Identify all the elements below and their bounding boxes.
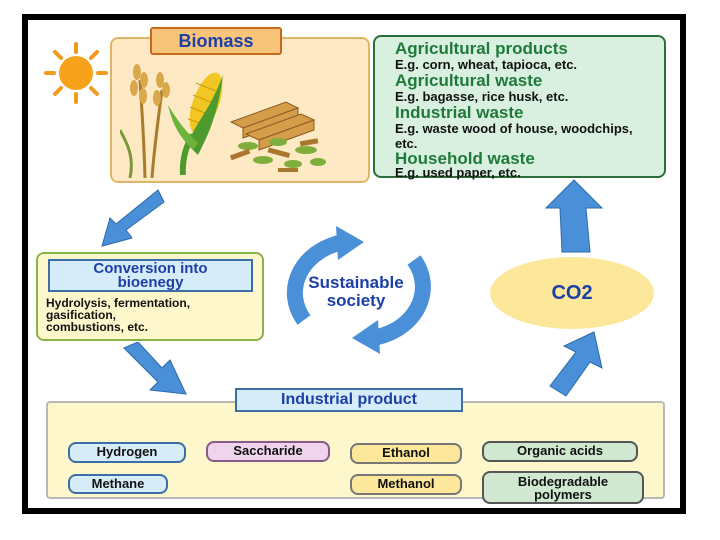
product-pill: Biodegradable polymers xyxy=(482,471,644,504)
source-example: E.g. corn, wheat, tapioca, etc. xyxy=(395,57,577,72)
product-pill: Saccharide xyxy=(206,441,330,462)
industrial-product-title: Industrial product xyxy=(235,388,463,412)
arrow-up-right xyxy=(544,330,606,400)
source-example: E.g. waste wood of house, woodchips, etc… xyxy=(395,121,657,151)
biomass-title: Biomass xyxy=(150,27,282,55)
product-pill: Methanol xyxy=(350,474,462,495)
product-pill: Hydrogen xyxy=(68,442,186,463)
biomass-sources-panel: Agricultural products E.g. corn, wheat, … xyxy=(373,35,666,178)
product-pill: Ethanol xyxy=(350,443,462,464)
conversion-panel: Conversion into bioenegy Hydrolysis, fer… xyxy=(36,252,264,341)
conversion-title: Conversion into bioenegy xyxy=(48,259,253,292)
conversion-title-line2: bioenegy xyxy=(118,274,184,291)
conversion-text-line3: combustions, etc. xyxy=(46,320,148,334)
arrow-down-right xyxy=(120,342,190,398)
sustainable-society-label: Sustainable society xyxy=(292,274,420,310)
diagram-canvas: Biomass xyxy=(28,20,680,508)
woodchips-icon xyxy=(218,132,338,174)
industrial-product-panel: Hydrogen Saccharide Ethanol Organic acid… xyxy=(46,401,665,499)
arrow-down-left xyxy=(96,188,166,250)
center-line1: Sustainable xyxy=(308,273,403,292)
source-example: E.g. used paper, etc. xyxy=(395,165,521,180)
co2-ellipse: CO2 xyxy=(490,257,654,329)
source-example: E.g. bagasse, rice husk, etc. xyxy=(395,89,568,104)
source-heading: Agricultural waste xyxy=(395,71,542,91)
product-pill: Methane xyxy=(68,474,168,494)
source-heading: Industrial waste xyxy=(395,103,523,123)
product-pill: Organic acids xyxy=(482,441,638,462)
arrow-up xyxy=(544,178,604,254)
conversion-description: Hydrolysis, fermentation, gasification, … xyxy=(46,297,264,333)
wheat-icon xyxy=(120,60,170,178)
center-line2: society xyxy=(327,291,386,310)
source-heading: Agricultural products xyxy=(395,39,568,59)
sun-icon xyxy=(36,38,116,108)
